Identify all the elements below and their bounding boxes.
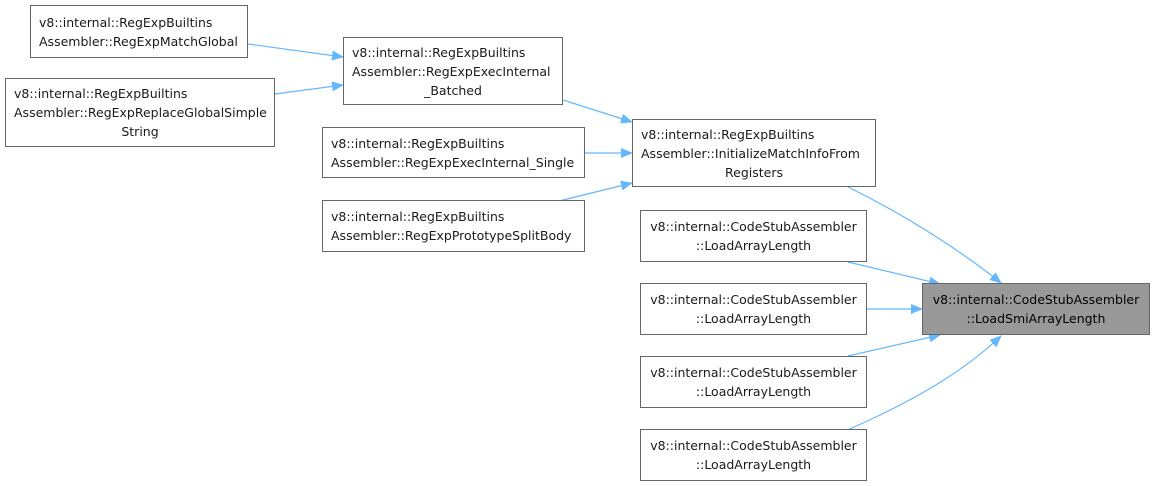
node-regexp-match-global[interactable]: v8::internal::RegExpBuiltins Assembler::… [30, 5, 248, 58]
edge-loadarraylength-3-to-loadsmiarraylength [847, 332, 941, 357]
node-label-line: Assembler::RegExpMatchGlobal [39, 33, 238, 49]
node-label-line: String [121, 124, 159, 139]
node-label-line: Registers [725, 164, 783, 180]
node-label-line: ::LoadArrayLength [695, 238, 812, 253]
node-label-line: v8::internal::RegExpBuiltins [331, 135, 505, 151]
node-regexp-exec-internal-single[interactable]: v8::internal::RegExpBuiltins Assembler::… [322, 127, 585, 178]
edge-initializematchinfo-to-loadsmiarraylength [847, 186, 1002, 284]
node-label-line: Assembler::InitializeMatchInfoFrom [641, 145, 860, 161]
node-load-smi-array-length-root: v8::internal::CodeStubAssembler ::LoadSm… [922, 283, 1150, 335]
node-label-line: ::LoadSmiArrayLength [966, 311, 1106, 326]
node-initialize-match-info-from-registers[interactable]: v8::internal::RegExpBuiltins Assembler::… [632, 119, 876, 187]
node-label-line: v8::internal::RegExpBuiltins [331, 209, 505, 224]
edge-replaceglobalsimplestring-to-execinternal-batched [274, 81, 344, 95]
node-label-line: v8::internal::CodeStubAssembler [650, 219, 857, 234]
edge-loadarraylength-1-to-loadsmiarraylength [847, 261, 941, 287]
node-regexp-exec-internal-batched[interactable]: v8::internal::RegExpBuiltins Assembler::… [343, 37, 563, 105]
node-load-array-length-2[interactable]: v8::internal::CodeStubAssembler ::LoadAr… [640, 283, 867, 335]
node-regexp-prototype-split-body[interactable]: v8::internal::RegExpBuiltins Assembler::… [322, 200, 585, 252]
node-label-line: Assembler::RegExpPrototypeSplitBody [331, 228, 572, 243]
node-label-line: ::LoadArrayLength [695, 311, 812, 326]
node-regexp-replace-global-simple-string[interactable]: v8::internal::RegExpBuiltins Assembler::… [5, 78, 275, 147]
node-label-line: Assembler::RegExpReplaceGlobalSimple [14, 105, 267, 120]
node-load-array-length-4[interactable]: v8::internal::CodeStubAssembler ::LoadAr… [640, 429, 867, 481]
node-label-line: v8::internal::CodeStubAssembler [650, 365, 857, 380]
edge-prototypesplitbody-to-initializematchinfo [554, 180, 633, 203]
node-label-line: ::LoadArrayLength [695, 457, 812, 472]
edge-execinternal-batched-to-initializematchinfo [562, 99, 633, 124]
node-label-line: v8::internal::RegExpBuiltins [352, 44, 526, 60]
node-label-line: v8::internal::RegExpBuiltins [641, 126, 815, 142]
edge-loadarraylength-4-to-loadsmiarraylength [844, 335, 1002, 432]
node-label-line: Assembler::RegExpExecInternal_Single [331, 154, 575, 170]
node-label-line: v8::internal::CodeStubAssembler [650, 438, 857, 453]
edge-regexpmatchglobal-to-execinternal-batched [247, 43, 344, 61]
node-load-array-length-1[interactable]: v8::internal::CodeStubAssembler ::LoadAr… [640, 210, 867, 262]
node-label-line: _Batched [424, 82, 482, 98]
node-label-line: ::LoadArrayLength [695, 384, 812, 399]
node-label-line: Assembler::RegExpExecInternal [352, 63, 551, 79]
node-label-line: v8::internal::RegExpBuiltins [39, 14, 213, 30]
node-load-array-length-3[interactable]: v8::internal::CodeStubAssembler ::LoadAr… [640, 356, 867, 408]
node-label-line: v8::internal::CodeStubAssembler [932, 292, 1140, 307]
node-label-line: v8::internal::RegExpBuiltins [14, 86, 188, 101]
node-label-line: v8::internal::CodeStubAssembler [650, 292, 857, 307]
